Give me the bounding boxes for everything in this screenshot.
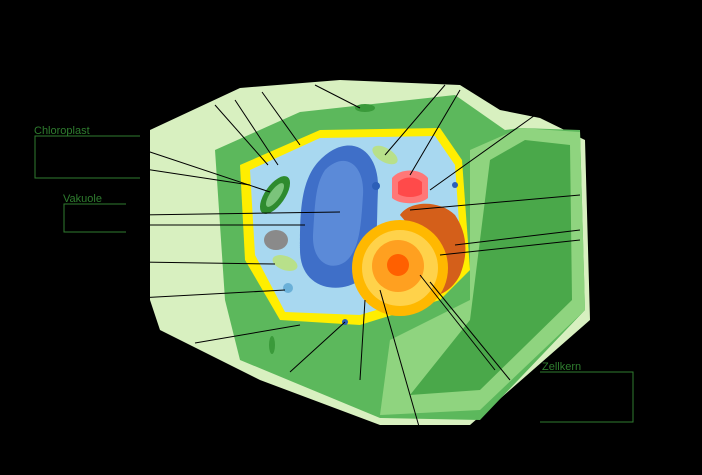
leader-line [137,261,276,265]
label-bracket-vacuole [63,203,126,233]
label-chloroplast: Chloroplast [34,125,90,137]
leader-line [137,211,341,216]
vesicle [452,182,458,188]
plasmodesma [355,104,375,112]
leader-line [429,107,546,191]
leader-line [379,289,421,431]
plasmodesma [269,336,275,354]
leader-line [194,324,301,344]
leader-line [234,99,279,166]
leader-line [409,89,461,176]
peroxisome [264,230,288,250]
golgi-apparatus-inner [398,177,422,197]
leader-line [359,299,366,381]
leader-line [429,281,511,381]
cell-wall-side-dark [410,140,572,395]
leader-line [314,84,361,109]
leader-line [261,91,301,146]
leader-line [137,167,251,186]
leader-line [409,194,581,211]
label-bracket-nucleus [540,371,634,423]
label-nucleus: Zellkern [542,361,582,373]
leader-line [439,239,581,256]
vacuole-highlight [312,160,364,266]
chloroplast-inner [265,183,285,207]
leader-line [289,321,346,373]
vesicle [372,182,380,190]
leader-line [214,104,269,166]
leader-line [454,229,581,246]
leader-line [419,274,496,371]
label-vacuole: Vakuole [63,193,102,205]
leader-line [384,84,446,156]
vesicle [283,283,293,293]
leader-line [137,289,286,299]
label-bracket-chloroplast [34,135,140,179]
mitochondrion [272,255,298,271]
nucleolus [387,254,409,276]
